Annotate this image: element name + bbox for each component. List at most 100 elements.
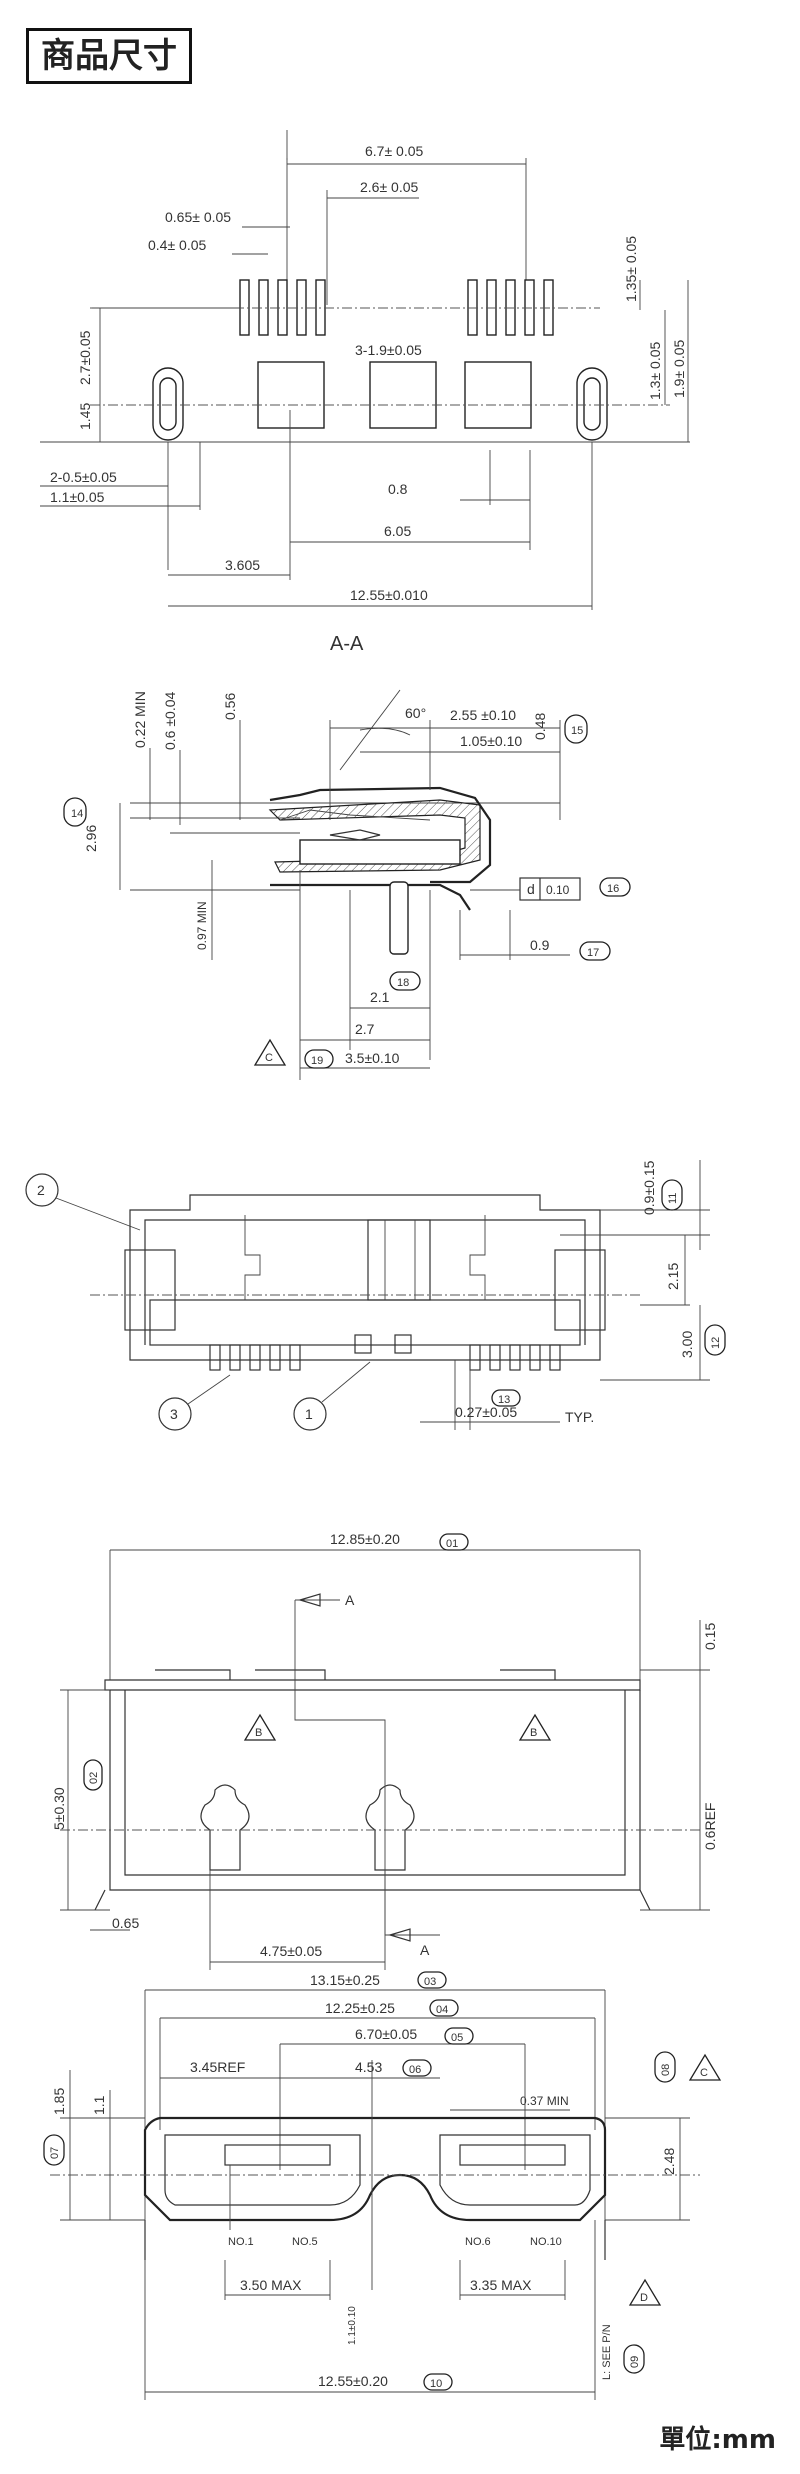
footprint-view: 6.7± 0.05 2.6± 0.05 0.65± 0.05 0.4± 0.05… [40, 130, 690, 610]
dim-label: 0.9±0.15 [641, 1160, 657, 1215]
connector-front [94, 1669, 651, 1911]
tag-01: 01 [446, 1538, 458, 1550]
tag-10: 10 [430, 2378, 442, 2390]
dim-label: 6.7± 0.05 [365, 143, 423, 159]
dim-label: 1.05±0.10 [460, 733, 522, 749]
dim-label: 2.7±0.05 [77, 330, 93, 385]
dim-label: 0.65 [112, 1915, 139, 1931]
dim-label: 3.605 [225, 557, 260, 573]
tag-18: 18 [397, 977, 409, 989]
tag-19: 19 [311, 1055, 323, 1067]
tag-16: 16 [607, 883, 619, 895]
solder-pad [369, 361, 437, 429]
dim-label: 3.5±0.10 [345, 1050, 400, 1066]
dim-label: 3.00 [679, 1331, 695, 1358]
top-view: 2 0.9±0.15 11 2.15 3.00 12 3 [25, 1160, 726, 1431]
dim-label: 3.35 MAX [470, 2277, 532, 2293]
section-marker-a: A [420, 1942, 430, 1958]
dim-label: 1.3± 0.05 [647, 342, 663, 400]
tag-04: 04 [436, 2004, 448, 2016]
dim-label: 0.48 [532, 713, 548, 740]
dim-label: TYP. [565, 1409, 594, 1425]
tag-08: 08 [660, 2064, 672, 2076]
connector-top [124, 1194, 606, 1371]
tag-17: 17 [587, 947, 599, 959]
dim-label: 1.85 [51, 2088, 67, 2115]
solder-pad [257, 361, 325, 429]
dim-label: 0.15 [702, 1623, 718, 1650]
dim-label: 0.56 [222, 693, 238, 720]
dim-label: 0.22 MIN [132, 691, 148, 748]
dim-label: 2.1 [370, 989, 390, 1005]
dim-label: 1.35± 0.05 [623, 236, 639, 302]
pin-label: NO.10 [530, 2236, 562, 2248]
dim-label: 3.45REF [190, 2059, 245, 2075]
tag-12: 12 [710, 1337, 722, 1349]
dim-label: 2.7 [355, 1021, 375, 1037]
dim-label: 1.45 [77, 403, 93, 430]
tag-15: 15 [571, 725, 583, 737]
dim-label: 4.75±0.05 [260, 1943, 322, 1959]
section-view: A-A 0.22 MIN 0.6 ±0.04 0.56 2.96 0.97 MI… [63, 633, 631, 1080]
tag-14: 14 [71, 808, 83, 820]
dim-label: 3.50 MAX [240, 2277, 302, 2293]
dim-label: 0.9 [530, 937, 550, 953]
dim-label: 0.8 [388, 481, 408, 497]
section-title: A-A [330, 633, 364, 655]
connector-end [143, 2116, 607, 2260]
callout-b: B [530, 1727, 537, 1739]
page-title: 商品尺寸 [26, 28, 192, 84]
dim-label: 0.37 MIN [520, 2094, 569, 2108]
dim-label: 0.27±0.05 [455, 1404, 517, 1420]
tag-06: 06 [409, 2064, 421, 2076]
dim-label: 6.05 [384, 523, 411, 539]
dim-label: 1.1±0.10 [347, 2306, 358, 2345]
tag-02: 02 [88, 1772, 100, 1784]
dim-label: 12.55±0.20 [318, 2373, 388, 2389]
unit-label: 單位:mm [659, 2425, 776, 2455]
front-view: 12.85±0.20 01 A A B B 0.15 5±0.30 02 0.6… [51, 1531, 718, 1970]
dim-label: 0.97 MIN [195, 901, 209, 950]
tag-13: 13 [498, 1394, 510, 1406]
dim-label: 2-0.5±0.05 [50, 469, 117, 485]
dim-label: 12.55±0.010 [350, 587, 428, 603]
pin-label: NO.1 [228, 2236, 254, 2248]
section-marker-a: A [345, 1592, 355, 1608]
dim-label: 1.9± 0.05 [671, 340, 687, 398]
pin-label: NO.5 [292, 2236, 318, 2248]
dim-label: 0.65± 0.05 [165, 209, 231, 225]
flatness-symbol: d [527, 881, 535, 897]
dim-label: 1.1±0.05 [50, 489, 105, 505]
dim-label: 1.1 [91, 2095, 107, 2115]
dim-label: 2.6± 0.05 [360, 179, 418, 195]
callout-c: C [265, 1052, 273, 1064]
dim-label: 0.6REF [702, 1803, 718, 1850]
dim-label: 0.10 [546, 883, 570, 897]
callout-b: B [255, 1727, 262, 1739]
dim-label: 2.55 ±0.10 [450, 707, 516, 723]
connector-section [268, 786, 492, 955]
end-view: 13.15±0.25 03 12.25±0.25 04 6.70±0.05 05… [43, 1971, 722, 2400]
dim-label: 0.4± 0.05 [148, 237, 206, 253]
dim-label: 12.85±0.20 [330, 1531, 400, 1547]
solder-pad [464, 361, 532, 429]
dim-label: 6.70±0.05 [355, 2026, 417, 2042]
callout-c: C [700, 2067, 708, 2079]
tag-09: 09 [629, 2356, 641, 2368]
tag-07: 07 [49, 2147, 61, 2159]
dim-label: 60° [405, 705, 426, 721]
tag-05: 05 [451, 2032, 463, 2044]
dim-label: 4.53 [355, 2059, 382, 2075]
dim-label: 13.15±0.25 [310, 1972, 380, 1988]
dim-label: 5±0.30 [51, 1787, 67, 1830]
dim-label: 2.15 [665, 1263, 681, 1290]
callout-2: 2 [37, 1182, 45, 1198]
callout-1: 1 [305, 1406, 313, 1422]
pn-note: L: SEE P/N [601, 2324, 613, 2380]
dim-label: 2.48 [661, 2148, 677, 2175]
callout-d: D [640, 2292, 648, 2304]
dim-label: 2.96 [83, 825, 99, 852]
tag-03: 03 [424, 1976, 436, 1988]
dim-label: 12.25±0.25 [325, 2000, 395, 2016]
dim-label: 0.6 ±0.04 [162, 692, 178, 750]
